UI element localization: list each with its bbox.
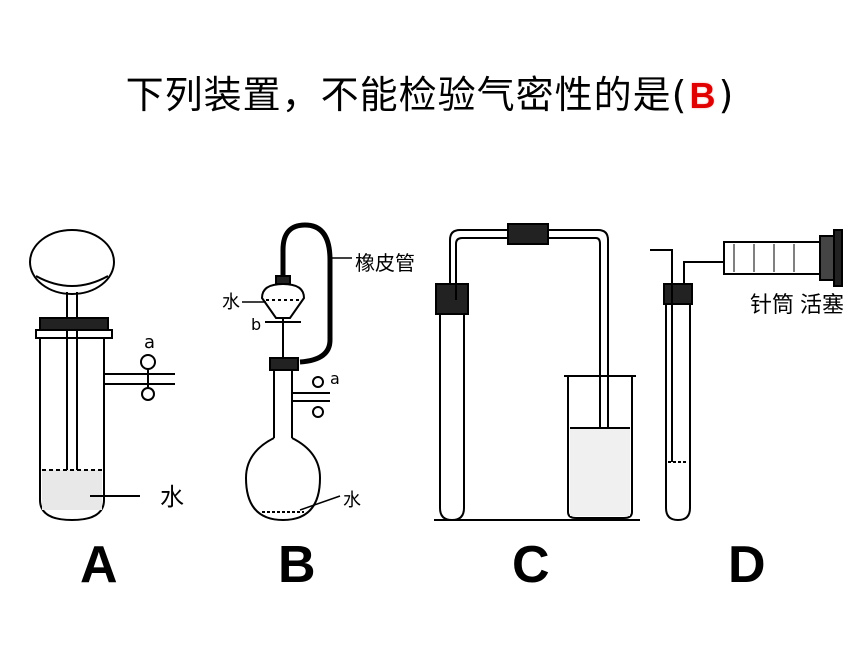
apparatus-a: 水 a: [29, 229, 184, 522]
option-label-b: B: [278, 536, 316, 594]
stopper-d: [663, 283, 693, 305]
inlet-tube: [650, 249, 673, 462]
rubber-tube: [280, 222, 333, 365]
apparatus-d: 针筒 活塞: [650, 229, 844, 522]
outlet-tube: [683, 261, 724, 284]
separatory-funnel: [260, 282, 306, 319]
apparatus-b: 橡皮管 水 b a 水: [222, 222, 415, 522]
test-tube-a: [39, 338, 105, 522]
rubber-joint: [507, 223, 549, 245]
apparatus-c: [434, 223, 640, 522]
funnel-bulb: [29, 229, 115, 295]
flask-stopper: [269, 357, 299, 371]
test-tube-c: [439, 300, 465, 522]
option-label-a: A: [80, 536, 118, 594]
water-a: [42, 470, 102, 510]
answer-letter: B: [689, 75, 717, 116]
option-label-c: C: [512, 536, 550, 594]
tap-label-b: b: [251, 315, 261, 334]
option-label-d: D: [728, 536, 766, 594]
syringe-handle: [833, 229, 843, 287]
water-label-b: 水: [343, 490, 361, 511]
clip-a: [140, 354, 156, 370]
stopper-c: [435, 283, 469, 315]
beaker: [567, 376, 633, 519]
clip-b-lower: [312, 406, 324, 418]
syringe-barrel: [723, 241, 821, 275]
clip-b: [312, 376, 324, 388]
clip-a-lower: [141, 387, 155, 401]
funnel-liquid-line: [35, 275, 109, 287]
clip-label-b: a: [330, 369, 340, 388]
water-pointer-b: [299, 495, 341, 511]
funnel-stopper-b: [275, 275, 291, 285]
beaker-water: [570, 428, 630, 516]
question-stem: 下列装置，不能检验气密性的是(: [125, 73, 688, 117]
question-close-paren: ): [718, 73, 735, 117]
test-tube-d: [665, 300, 691, 522]
stopper-rim: [35, 329, 113, 339]
stopper: [39, 317, 109, 331]
water-label-a: 水: [160, 483, 184, 511]
syringe-piston: [819, 235, 835, 281]
clip-label-a: a: [144, 332, 155, 353]
piston-label: 活塞: [800, 293, 844, 318]
round-flask: [244, 437, 322, 522]
question-text: 下列装置，不能检验气密性的是(B): [0, 64, 860, 119]
syringe-label: 针筒: [750, 293, 794, 318]
water-label-b-top: 水: [222, 292, 240, 313]
rubber-tube-label: 橡皮管: [355, 251, 415, 275]
